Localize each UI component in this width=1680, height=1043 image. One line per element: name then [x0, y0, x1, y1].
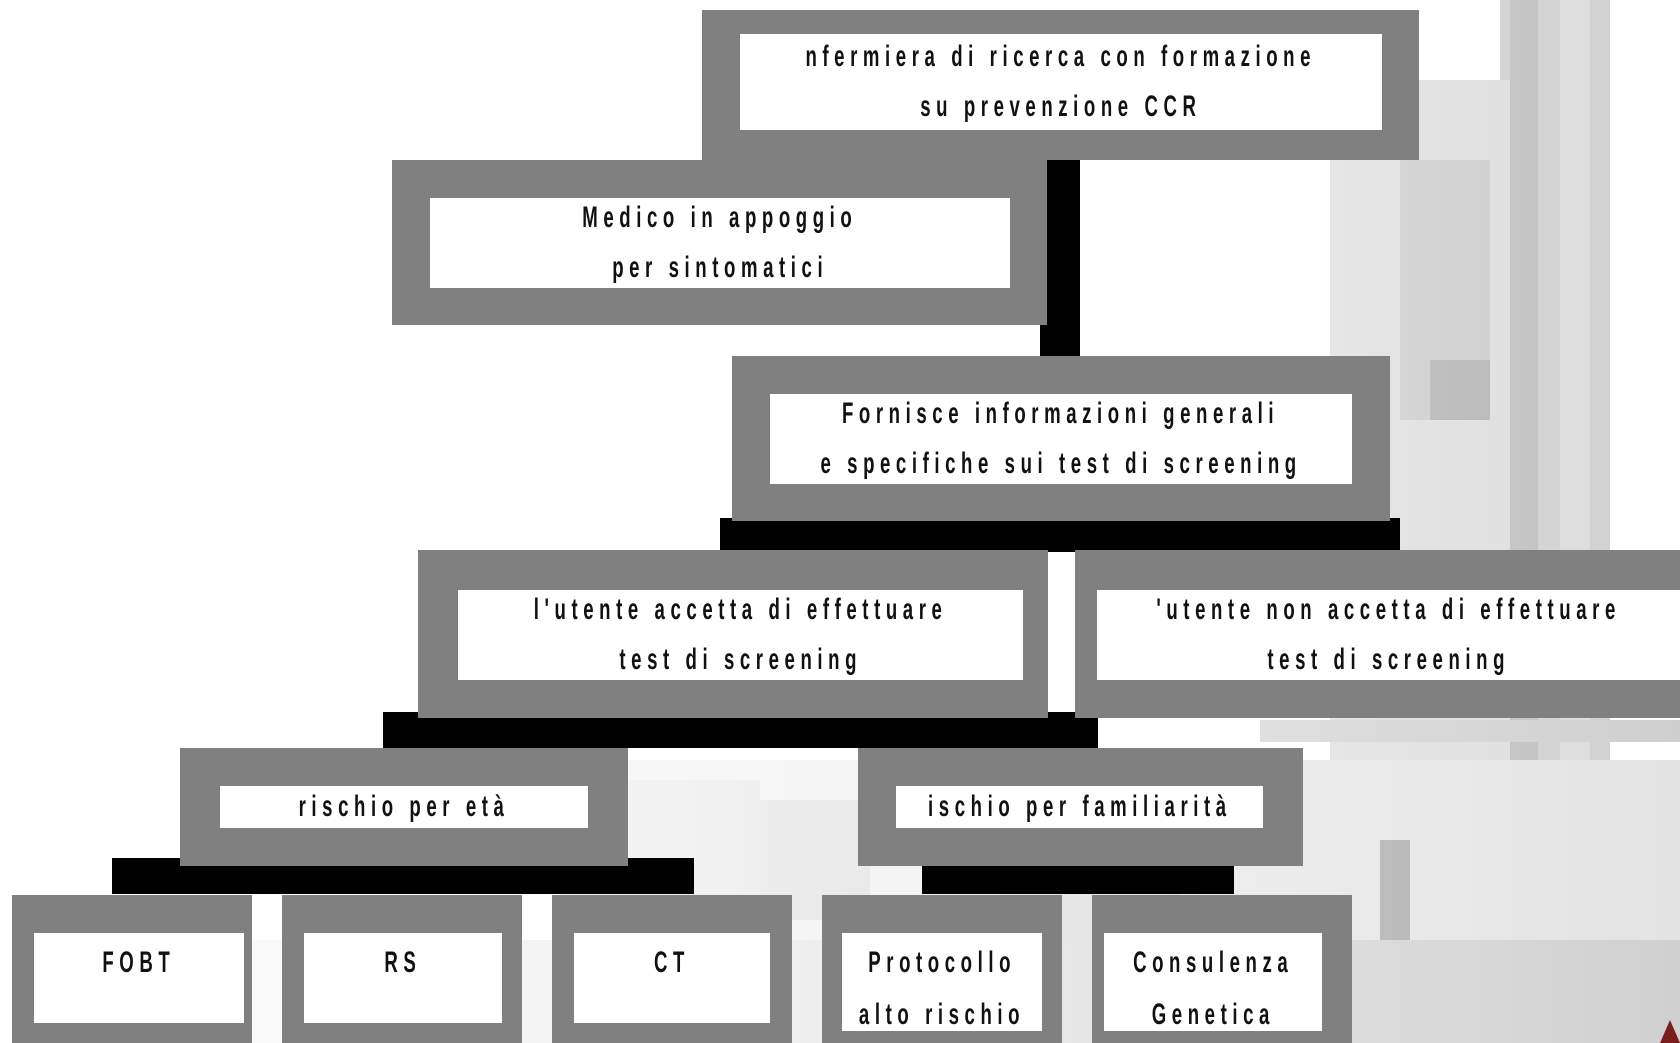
- node-text-line: ischio per familiarità: [927, 790, 1232, 823]
- node-text-line: nfermiera di ricerca con formazione: [805, 40, 1317, 73]
- node-text-line: 'utente non accetta di effettuare: [1156, 593, 1621, 626]
- node-text-line: alto rischio: [858, 998, 1026, 1031]
- node-fornisce-informazioni: Fornisce informazioni generali e specifi…: [732, 356, 1390, 521]
- node-medico-appoggio: Medico in appoggio per sintomatici: [392, 160, 1047, 325]
- node-rs: RS: [282, 895, 522, 1043]
- node-text-line: test di screening: [619, 643, 862, 676]
- connector-accetta-bar: [383, 712, 1098, 748]
- node-text-line: e specifiche sui test di screening: [820, 447, 1302, 480]
- node-text-line: Protocollo: [868, 946, 1016, 979]
- node-consulenza-genetica: Consulenza Genetica: [1092, 895, 1352, 1043]
- node-text-line: rischio per età: [298, 790, 510, 823]
- node-protocollo-alto-rischio: Protocollo alto rischio: [822, 895, 1062, 1043]
- node-text-line: FOBT: [102, 946, 176, 979]
- node-rischio-familiarita: ischio per familiarità: [858, 748, 1303, 866]
- node-text-line: Genetica: [1151, 998, 1275, 1031]
- node-text-line: Fornisce informazioni generali: [842, 397, 1280, 430]
- node-ct: CT: [552, 895, 792, 1043]
- node-text-line: Consulenza: [1132, 946, 1294, 979]
- connector-fornisce-bar: [720, 518, 1400, 552]
- node-fobt: FOBT: [12, 895, 252, 1043]
- node-utente-accetta: l'utente accetta di effettuare test di s…: [418, 550, 1048, 718]
- node-text-line: Medico in appoggio: [582, 201, 858, 234]
- node-utente-non-accetta: 'utente non accetta di effettuare test d…: [1075, 550, 1680, 718]
- node-rischio-eta: rischio per età: [180, 748, 628, 866]
- node-text-line: RS: [384, 946, 422, 979]
- node-text-line: CT: [654, 946, 690, 979]
- node-text-line: per sintomatici: [611, 251, 828, 284]
- node-text-line: su prevenzione CCR: [920, 90, 1202, 123]
- node-infermiera-ricerca: nfermiera di ricerca con formazione su p…: [702, 10, 1419, 160]
- node-text-line: l'utente accetta di effettuare: [533, 593, 948, 626]
- node-text-line: test di screening: [1267, 643, 1510, 676]
